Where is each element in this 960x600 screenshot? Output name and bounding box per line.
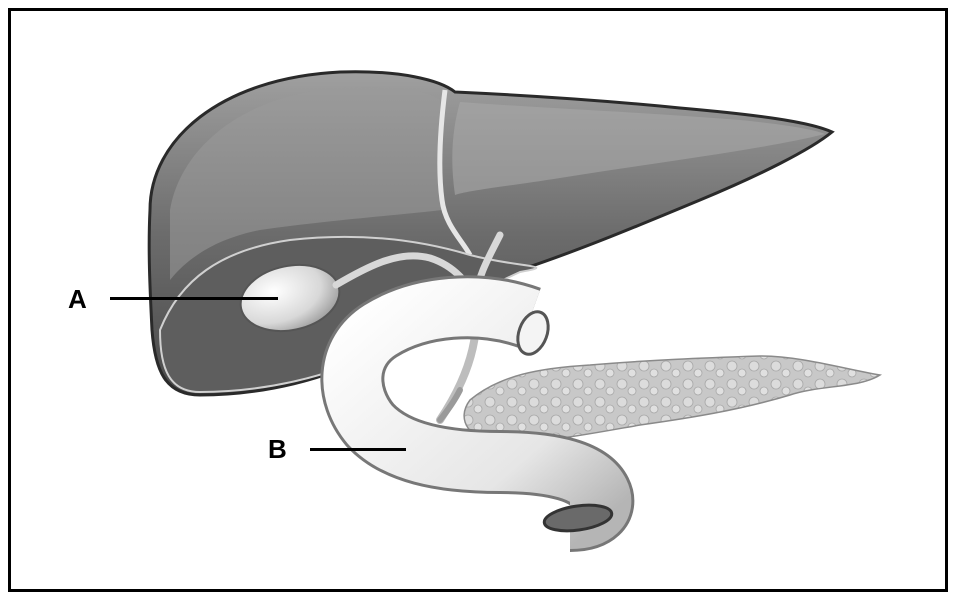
label-b: B (268, 436, 287, 462)
leader-line-a (110, 297, 278, 300)
label-a: A (68, 286, 87, 312)
leader-line-b (310, 448, 406, 451)
bile-duct-entry (440, 390, 460, 420)
